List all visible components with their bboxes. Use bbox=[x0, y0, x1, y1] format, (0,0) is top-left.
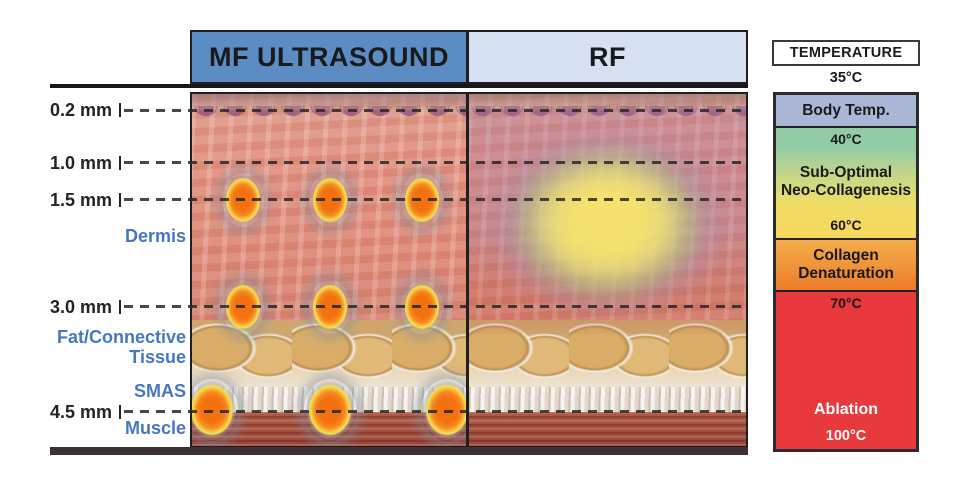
rf-panel-header: RF bbox=[467, 30, 748, 84]
temp-band-ablation-label: Ablation bbox=[814, 401, 878, 418]
tissue-label-smas: SMAS bbox=[133, 381, 186, 401]
muscle-layer bbox=[469, 412, 746, 446]
rf-panel-title: RF bbox=[589, 41, 626, 72]
rf-skin-cross-section bbox=[467, 92, 748, 448]
temperature-scale: Body Temp. 40°C Sub-Optimal Neo-Collagen… bbox=[773, 92, 919, 452]
depth-dashed-line-3-0mm bbox=[124, 305, 748, 308]
temperature-40c-label: 40°C bbox=[830, 131, 862, 147]
temp-band-neo-collagenesis-label: Sub-Optimal Neo-Collagenesis bbox=[780, 164, 912, 199]
fat-layer bbox=[469, 320, 746, 392]
depth-dashed-line-1-5mm bbox=[124, 198, 748, 201]
depth-marker-1-5mm: 1.5 mm bbox=[0, 189, 124, 211]
temperature-scale-title: TEMPERATURE bbox=[789, 45, 903, 61]
mf-ultrasound-skin-cross-section bbox=[190, 92, 468, 448]
depth-marker-4-5mm: 4.5 mm bbox=[0, 401, 124, 423]
temp-band-ablation: 70°C Ablation 100°C bbox=[776, 292, 916, 449]
rf-diffuse-heat-zone bbox=[479, 120, 736, 325]
tissue-label-dermis: Dermis bbox=[124, 226, 186, 246]
depth-dashed-line-0-2mm bbox=[124, 109, 748, 112]
temp-band-collagen-denaturation: Collagen Denaturation bbox=[776, 240, 916, 292]
temp-band-body-temp: Body Temp. bbox=[776, 95, 916, 128]
mf-ultrasound-panel-header: MF ULTRASOUND bbox=[190, 30, 468, 84]
temperature-100c-label: 100°C bbox=[825, 428, 867, 444]
mf-ultrasound-panel-title: MF ULTRASOUND bbox=[209, 41, 449, 72]
skin-surface-layer bbox=[469, 94, 746, 110]
depth-marker-3-0mm: 3.0 mm bbox=[0, 296, 124, 318]
depth-marker-1-0mm: 1.0 mm bbox=[0, 152, 124, 174]
depth-marker-0-2mm: 0.2 mm bbox=[0, 99, 124, 121]
skin-surface-axis-line bbox=[50, 84, 748, 88]
skin-surface-layer bbox=[192, 94, 466, 110]
depth-dashed-line-1-0mm bbox=[124, 161, 748, 164]
temp-band-collagen-denaturation-label: Collagen Denaturation bbox=[798, 247, 894, 282]
tissue-label-muscle: Muscle bbox=[124, 418, 186, 438]
tissue-label-fat-connective-tissue: Fat/Connective Tissue bbox=[56, 327, 186, 367]
bottom-axis-bar bbox=[50, 447, 748, 455]
depth-dashed-line-4-5mm bbox=[124, 410, 748, 413]
temp-band-neo-collagenesis: 40°C Sub-Optimal Neo-Collagenesis 60°C bbox=[776, 128, 916, 240]
temperature-35c-label: 35°C bbox=[829, 70, 863, 86]
temp-band-body-temp-label: Body Temp. bbox=[802, 101, 890, 119]
temperature-60c-label: 60°C bbox=[830, 217, 862, 233]
smas-layer bbox=[469, 387, 746, 414]
temperature-70c-label: 70°C bbox=[830, 295, 862, 311]
temperature-scale-title-box: TEMPERATURE bbox=[772, 40, 920, 66]
